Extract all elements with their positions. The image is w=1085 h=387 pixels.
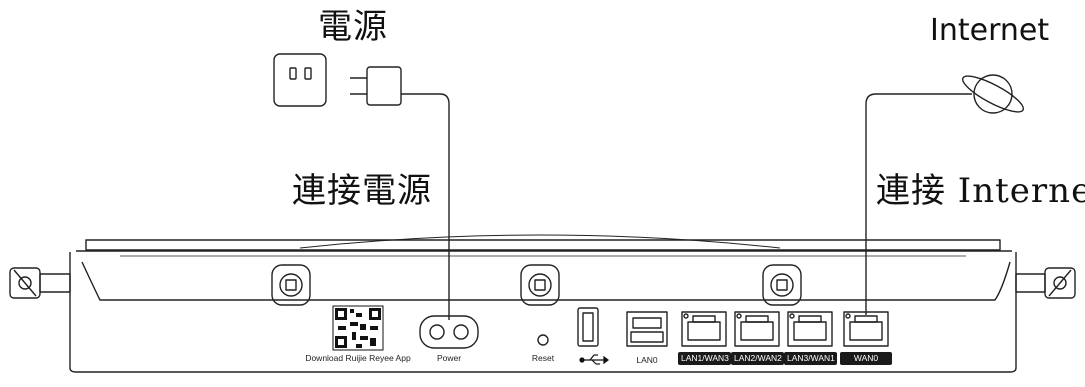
internet-title: Internet <box>930 13 1050 48</box>
reset-label: Reset <box>531 353 555 363</box>
ethernet-port-lan1 <box>681 311 727 347</box>
mount-screw <box>762 264 802 306</box>
ethernet-port-wan0 <box>843 311 889 347</box>
globe-planet-icon <box>961 74 1025 114</box>
power-cable <box>401 93 450 320</box>
right-antenna <box>1015 267 1076 299</box>
wall-outlet-icon <box>273 53 327 107</box>
lan0-label: LAN0 <box>636 355 658 365</box>
router-body <box>69 234 1017 373</box>
wan0-label: WAN0 <box>840 352 892 365</box>
power-port-label: Power <box>436 353 462 363</box>
qr-caption: Download Ruijie Reyee App <box>305 353 411 363</box>
reset-hole <box>537 334 549 346</box>
usb-icon <box>579 354 609 365</box>
left-antenna <box>9 267 71 299</box>
ethernet-port-lan2 <box>734 311 780 347</box>
power-adapter-icon <box>350 66 402 106</box>
connect-internet-label: 連接 Internet <box>876 171 1085 211</box>
mount-screw <box>271 264 311 306</box>
usb-port <box>577 307 599 347</box>
lan3-label: LAN3/WAN1 <box>784 352 837 365</box>
power-title: 電源 <box>318 7 388 47</box>
connect-power-label: 連接電源 <box>292 171 432 211</box>
internet-cable <box>865 93 972 315</box>
mount-screw <box>520 264 560 306</box>
lan2-label: LAN2/WAN2 <box>731 352 784 365</box>
ethernet-port-lan3 <box>787 311 833 347</box>
power-inlet <box>419 315 479 349</box>
ethernet-port-lan0 <box>626 311 668 347</box>
lan1-label: LAN1/WAN3 <box>678 352 731 365</box>
qr-code <box>332 305 384 351</box>
